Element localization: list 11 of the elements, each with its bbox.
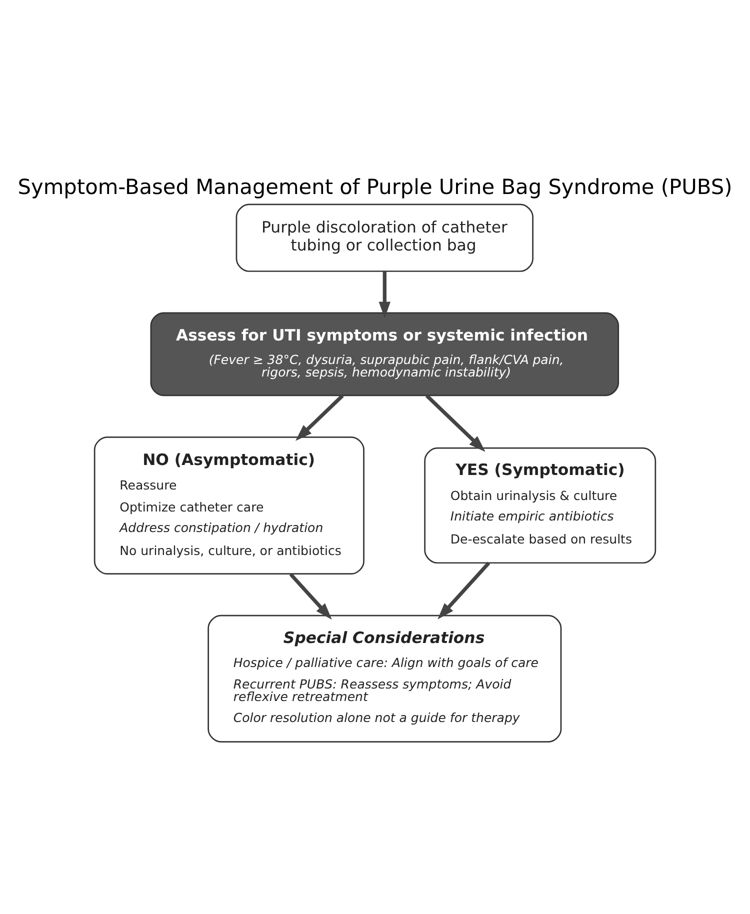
node-box: NO (Asymptomatic) Reassure Optimize catheter care Address constipation / hydration No urinalysis, culture, or antibiotics: [94, 436, 364, 574]
arrow: [295, 394, 344, 440]
node-box: YES (Symptomatic) Obtain urinalysis & culture Initiate empiric antibiotics De-escalate based on results: [424, 446, 656, 564]
diagram-title: Symptom-Based Management of Purple Urine Bag Syndrome (PUBS): [18, 174, 732, 199]
arrow: [438, 561, 490, 619]
node-box: Assess for UTI symptoms or systemic infection (Fever ≥ 38°C, dysuria, suprapubic pain, flank/CVA pain, rigors, sepsis, hemodynamic instability): [150, 312, 620, 396]
arrow: [425, 394, 486, 452]
node-box: Purple discoloration of catheter tubing or collection bag: [236, 203, 534, 272]
arrow: [289, 572, 332, 620]
arrow: [378, 270, 391, 318]
node-box: Special Considerations Hospice / palliative care: Align with goals of care Recurrent PUBS: Reassess symptoms; Avoid reflexive retreatment Color resolution alone not a guide for therapy: [208, 614, 562, 742]
